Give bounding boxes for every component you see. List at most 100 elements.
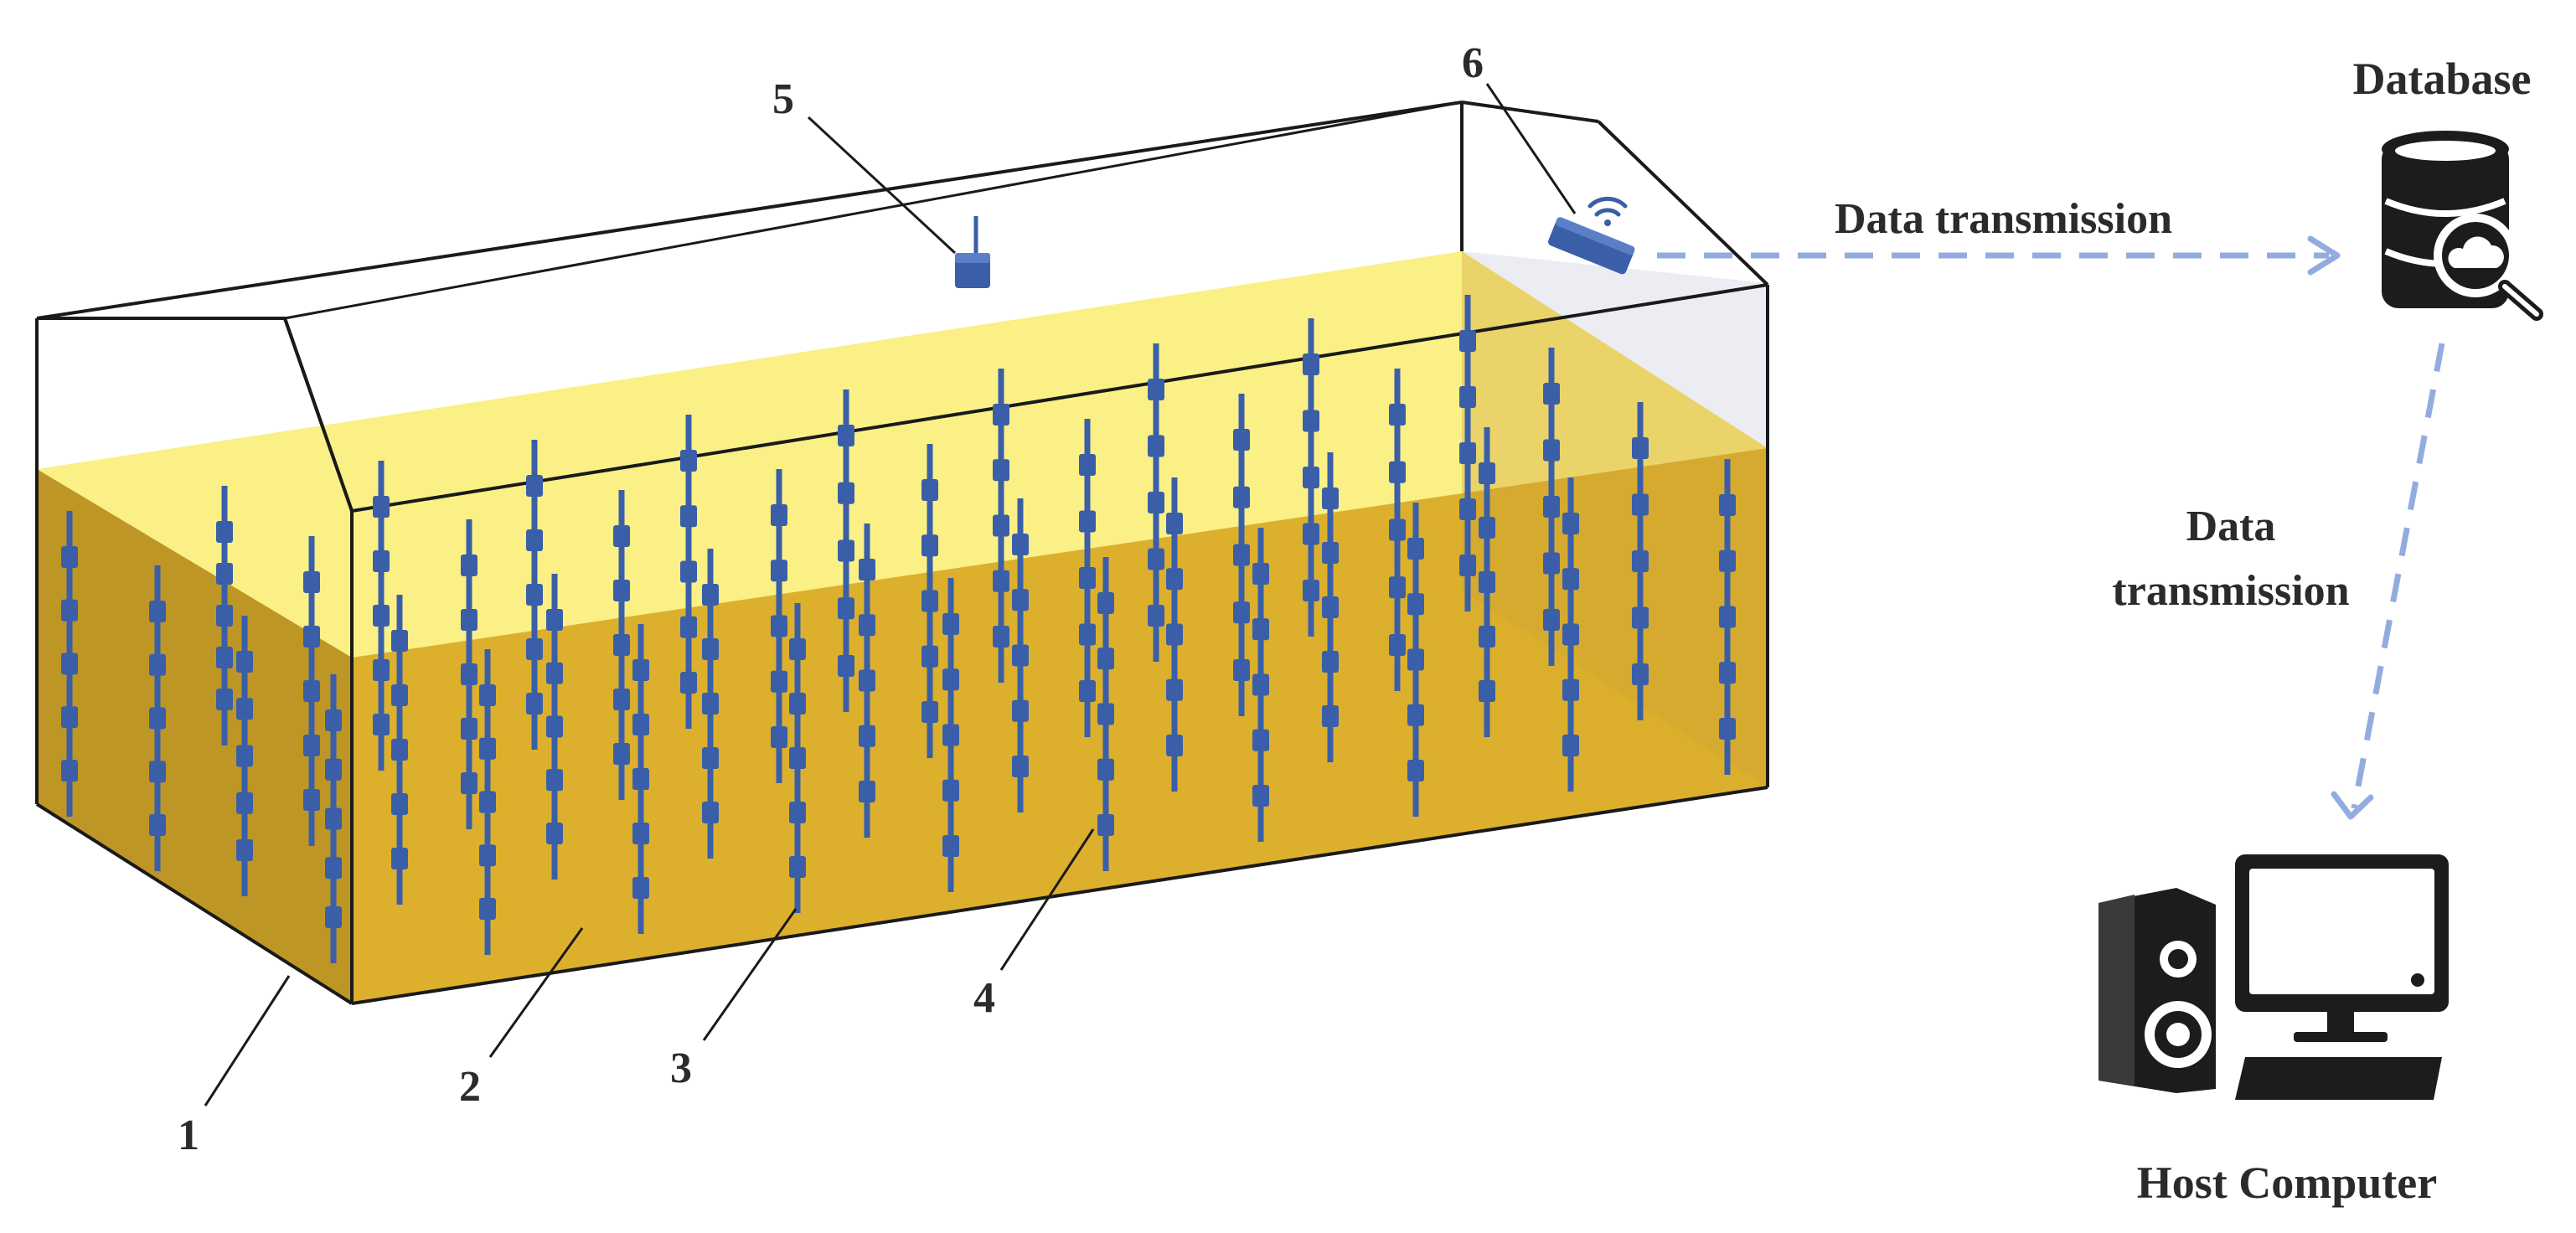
sensor-node: [1012, 534, 1029, 555]
sensor-node: [1252, 563, 1269, 585]
sensor-node: [546, 662, 563, 684]
sensor-node: [1719, 606, 1736, 628]
wifi-signal-icon: [1587, 196, 1628, 226]
sensor-node: [373, 714, 390, 735]
sensor-node: [1322, 596, 1339, 618]
roof-ridge-top: [1461, 101, 1599, 123]
temperature-humidity-sensor: [955, 216, 990, 288]
grain-right-side: [1462, 251, 1768, 787]
sensor-node: [461, 555, 478, 576]
sensor-node: [1459, 386, 1476, 408]
sensor-node: [1459, 330, 1476, 352]
sensor-node: [1148, 379, 1164, 400]
sensor-node: [771, 504, 787, 526]
sensor-node: [1079, 510, 1096, 533]
sensor-node: [1166, 623, 1183, 646]
sensor-node: [613, 743, 630, 765]
sensor-node: [1233, 601, 1250, 624]
sensor-node: [859, 614, 875, 637]
sensor-node: [1148, 435, 1164, 457]
sensor-node: [1166, 513, 1183, 534]
monitor-icon: [2235, 854, 2449, 1042]
sensor-node: [1562, 513, 1579, 534]
sensor-node: [461, 772, 478, 794]
sensor-node: [1233, 486, 1250, 508]
sensor-node: [613, 525, 630, 547]
sensor-node: [149, 707, 166, 730]
sensor-node: [680, 505, 697, 528]
sensor-node: [1407, 760, 1424, 782]
sensor-node: [1166, 568, 1183, 591]
sensor-node: [303, 571, 320, 593]
database-title: Database: [2353, 54, 2532, 104]
sensor-node: [236, 698, 253, 720]
sensor-node: [1543, 439, 1560, 462]
sensor-node: [771, 726, 787, 748]
sensor-node: [1389, 576, 1406, 599]
sensor-node: [1459, 498, 1476, 520]
sensor-node: [1303, 353, 1319, 375]
sensor-node: [325, 709, 342, 731]
sensor-node: [942, 835, 959, 857]
sensor-node: [479, 844, 496, 867]
sensor-node: [303, 789, 320, 811]
sensor-node: [149, 653, 166, 676]
sensor-node: [526, 584, 543, 606]
sensor-node: [391, 739, 408, 761]
sensor-node: [1632, 437, 1649, 459]
sensor-cable-array: [61, 295, 1736, 963]
sensor-node: [1079, 680, 1096, 702]
sensor-node: [1407, 593, 1424, 616]
sensor-node: [1303, 467, 1319, 488]
speaker-tower-icon: [2098, 888, 2216, 1093]
sensor-node: [680, 672, 697, 694]
host-computer-title: Host Computer: [2137, 1158, 2437, 1208]
sensor-node: [236, 745, 253, 767]
sensor-node: [1562, 568, 1579, 591]
sensor-node: [632, 823, 649, 844]
sensor-node: [789, 856, 806, 878]
sensor-node: [613, 634, 630, 656]
sensor-node: [61, 653, 78, 675]
sensor-node: [680, 450, 697, 472]
transmission-label-host-line1: Data: [2186, 503, 2276, 550]
sensor-node: [1479, 462, 1495, 484]
sensor-node: [859, 559, 875, 580]
sensor-node: [1479, 680, 1495, 702]
sensor-node: [1097, 703, 1114, 725]
sensor-node: [325, 758, 342, 781]
sensor-node: [236, 839, 253, 861]
sensor-node: [526, 693, 543, 715]
sensor-node: [1148, 492, 1164, 513]
sensor-node: [149, 761, 166, 783]
transmission-label-host-line2: transmission: [2112, 567, 2349, 615]
sensor-node: [1233, 659, 1250, 681]
sensor-node: [1303, 410, 1319, 432]
sensor-node: [1543, 496, 1560, 518]
sensor-node: [1719, 662, 1736, 684]
sensor-node: [942, 668, 959, 691]
sensor-node: [1407, 538, 1424, 560]
sensor-node: [1632, 550, 1649, 572]
sensor-node: [1303, 523, 1319, 545]
sensor-node: [391, 848, 408, 869]
sensor-node: [546, 769, 563, 792]
roof-ridge: [36, 101, 1463, 320]
sensor-node: [1459, 442, 1476, 464]
callout-leaders: [204, 83, 1577, 1107]
sensor-node: [1322, 705, 1339, 727]
sensor-node: [216, 521, 233, 543]
sensor-node: [303, 735, 320, 756]
sensor-node: [859, 669, 875, 692]
sensor-node: [859, 725, 875, 747]
sensor-node: [789, 638, 806, 660]
sensor-node: [461, 718, 478, 740]
sensor-node: [1012, 589, 1029, 611]
sensor-node: [1322, 488, 1339, 509]
sensor-node: [1012, 644, 1029, 667]
sensor-node: [632, 877, 649, 899]
sensor-node: [771, 615, 787, 637]
sensor-node: [303, 626, 320, 647]
roof-gable-left: [283, 317, 354, 512]
